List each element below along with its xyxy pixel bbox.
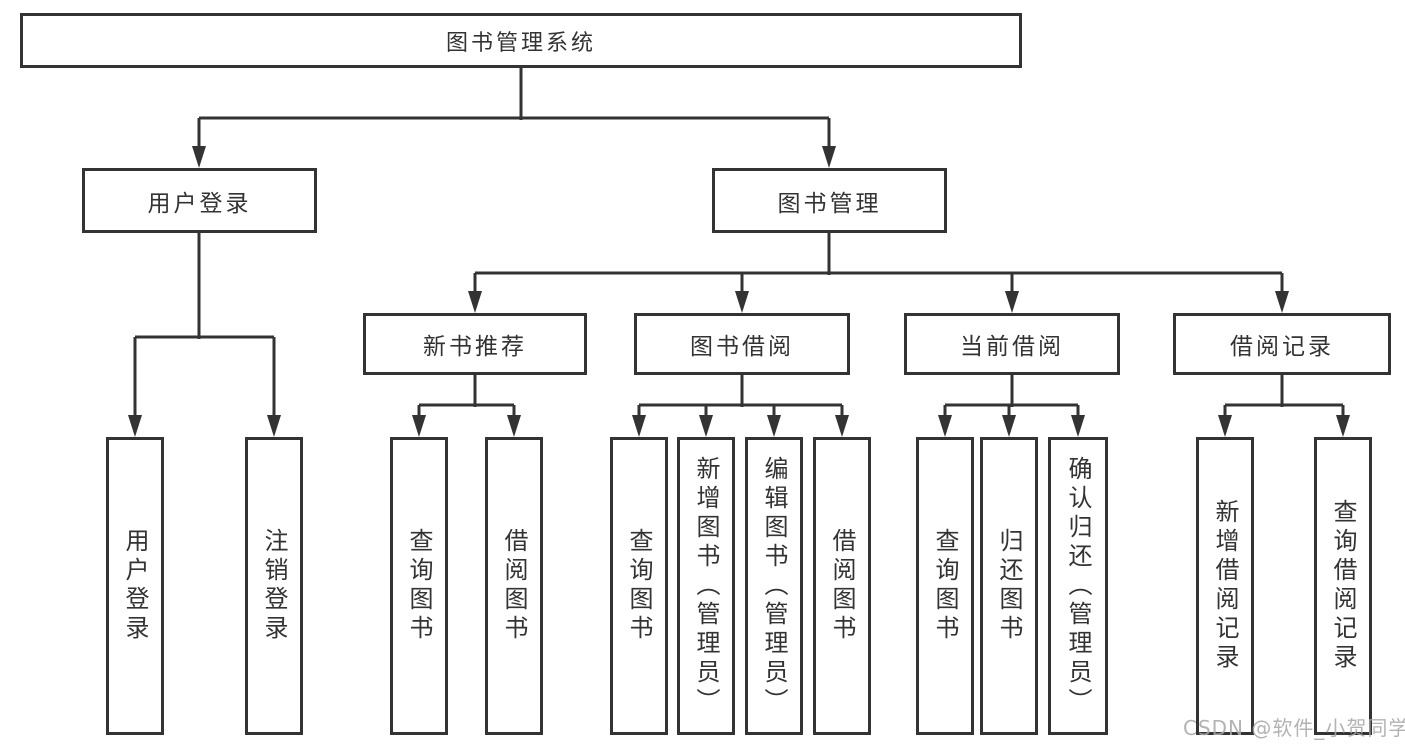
leaf-current-query-book: 查询图书 [916, 437, 974, 735]
arrow-down-icon [267, 415, 281, 437]
arrow-down-icon [822, 146, 836, 168]
leaf-label: 查询图书 [931, 528, 959, 644]
watermark: CSDN @软件_小贺同学 [1183, 716, 1405, 740]
arrow-down-icon [1071, 415, 1085, 437]
leaf-label: 编辑图书（管理员） [760, 455, 788, 717]
leaf-label: 查询图书 [625, 528, 653, 644]
leaf-records-add-borrow-record: 新增借阅记录 [1196, 437, 1254, 735]
node-book-borrowing: 图书借阅 [634, 313, 850, 375]
leaf-label: 用户登录 [121, 528, 149, 644]
leaf-borrowing-add-book-admin: 新增图书（管理员） [677, 437, 735, 735]
leaf-label: 查询图书 [405, 528, 433, 644]
node-new-book-recommendation: 新书推荐 [363, 313, 587, 375]
leaf-recommend-query-book: 查询图书 [390, 437, 448, 735]
leaf-label: 注销登录 [260, 528, 288, 644]
node-current-borrowing: 当前借阅 [904, 313, 1120, 375]
arrow-down-icon [192, 146, 206, 168]
arrow-down-icon [835, 415, 849, 437]
leaf-user-login: 用户登录 [106, 437, 164, 735]
arrow-down-icon [1336, 415, 1350, 437]
node-borrowing-records: 借阅记录 [1173, 313, 1391, 375]
node-label: 当前借阅 [960, 334, 1064, 360]
leaf-label: 新增借阅记录 [1211, 499, 1239, 673]
arrow-down-icon [507, 415, 521, 437]
arrow-down-icon [632, 415, 646, 437]
arrow-down-icon [128, 415, 142, 437]
leaf-borrowing-query-book: 查询图书 [610, 437, 668, 735]
node-label: 借阅记录 [1230, 334, 1334, 360]
arrow-down-icon [938, 415, 952, 437]
arrow-down-icon [1218, 415, 1232, 437]
arrow-down-icon [735, 291, 749, 313]
leaf-recommend-borrow-book: 借阅图书 [485, 437, 543, 735]
arrow-down-icon [412, 415, 426, 437]
node-user-login: 用户登录 [82, 168, 317, 233]
arrow-down-icon [468, 291, 482, 313]
leaf-label: 归还图书 [995, 528, 1023, 644]
arrow-down-icon [1002, 415, 1016, 437]
node-book-management: 图书管理 [712, 168, 947, 233]
node-label: 图书借阅 [690, 334, 794, 360]
leaf-borrowing-borrow-book: 借阅图书 [813, 437, 871, 735]
arrow-down-icon [699, 415, 713, 437]
leaf-current-return-book: 归还图书 [980, 437, 1038, 735]
leaf-current-confirm-return-admin: 确认归还（管理员） [1048, 437, 1108, 735]
arrow-down-icon [767, 415, 781, 437]
leaf-label: 新增图书（管理员） [692, 455, 720, 717]
node-label: 用户登录 [147, 190, 252, 217]
node-label: 新书推荐 [423, 334, 527, 360]
leaf-label: 借阅图书 [828, 528, 856, 644]
node-label: 图书管理 [777, 190, 882, 217]
leaf-label: 借阅图书 [500, 528, 528, 644]
leaf-borrowing-edit-book-admin: 编辑图书（管理员） [745, 437, 803, 735]
arrow-down-icon [1005, 291, 1019, 313]
node-label: 图书管理系统 [445, 30, 596, 56]
leaf-label: 确认归还（管理员） [1064, 455, 1092, 717]
arrow-down-icon [1275, 291, 1289, 313]
leaf-records-query-borrow-record: 查询借阅记录 [1314, 437, 1372, 735]
node-library-management-system: 图书管理系统 [20, 13, 1022, 68]
leaf-label: 查询借阅记录 [1329, 499, 1357, 673]
leaf-logout: 注销登录 [245, 437, 303, 735]
